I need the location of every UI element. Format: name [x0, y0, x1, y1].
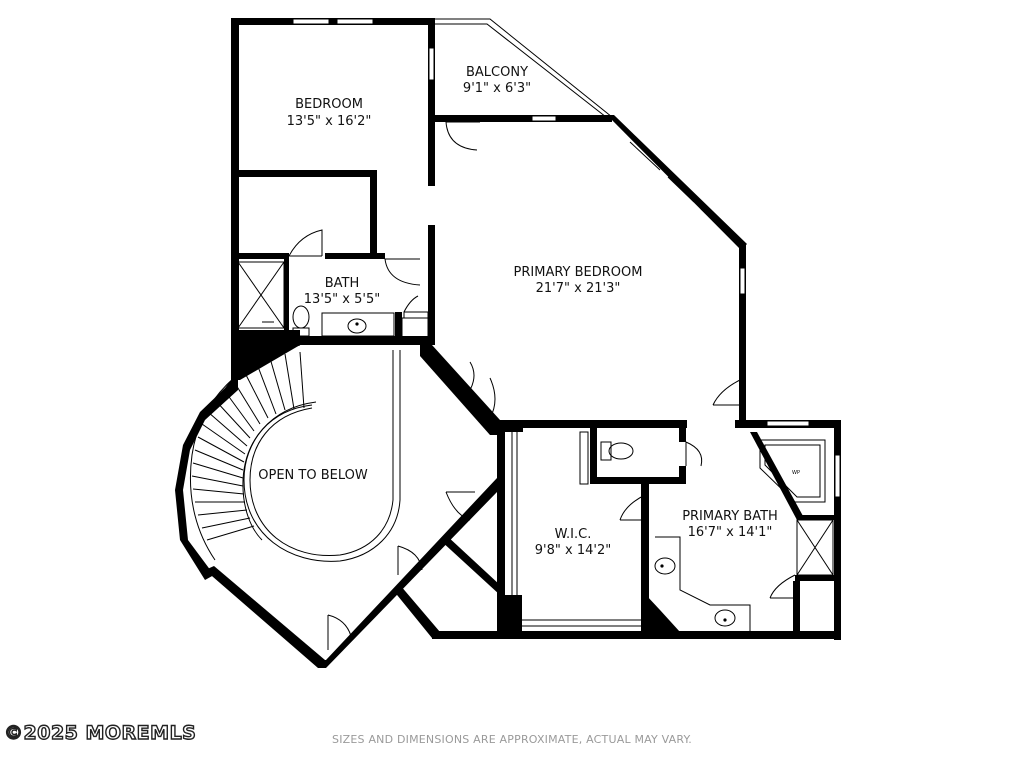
- room-label-primary-bath: PRIMARY BATH 16'7" x 14'1": [682, 509, 778, 540]
- room-size: 21'7" x 21'3": [536, 281, 621, 296]
- room-label-balcony: BALCONY 9'1" x 6'3": [463, 65, 531, 96]
- tub-label: WP: [792, 470, 800, 476]
- room-name: W.I.C.: [555, 527, 592, 542]
- room-label-primary-bedroom: PRIMARY BEDROOM 21'7" x 21'3": [514, 265, 643, 296]
- room-size: 16'7" x 14'1": [688, 525, 773, 540]
- room-label-bath: BATH 13'5" x 5'5": [304, 276, 380, 307]
- windows: [292, 18, 841, 498]
- room-label-bedroom: BEDROOM 13'5" x 16'2": [287, 97, 372, 129]
- room-label-open-to-below: OPEN TO BELOW: [258, 468, 368, 483]
- room-name: OPEN TO BELOW: [258, 468, 368, 483]
- disclaimer: SIZES AND DIMENSIONS ARE APPROXIMATE, AC…: [332, 733, 692, 746]
- room-name: BATH: [325, 276, 360, 291]
- balcony-outline: [435, 18, 613, 118]
- room-size: 9'1" x 6'3": [463, 81, 531, 96]
- fixtures: [237, 261, 834, 631]
- room-name: PRIMARY BEDROOM: [514, 265, 643, 280]
- exterior-walls: [175, 18, 841, 668]
- room-name: BALCONY: [466, 65, 528, 80]
- room-name: PRIMARY BATH: [682, 509, 778, 524]
- room-size: 9'8" x 14'2": [535, 543, 611, 558]
- doors: [288, 121, 796, 650]
- spiral-staircase: [189, 344, 401, 562]
- watermark: ©2025 MOREMLS: [3, 721, 197, 744]
- room-size: 13'5" x 5'5": [304, 292, 380, 307]
- room-name: BEDROOM: [295, 97, 363, 112]
- room-size: 13'5" x 16'2": [287, 114, 372, 129]
- room-label-wic: W.I.C. 9'8" x 14'2": [535, 527, 611, 558]
